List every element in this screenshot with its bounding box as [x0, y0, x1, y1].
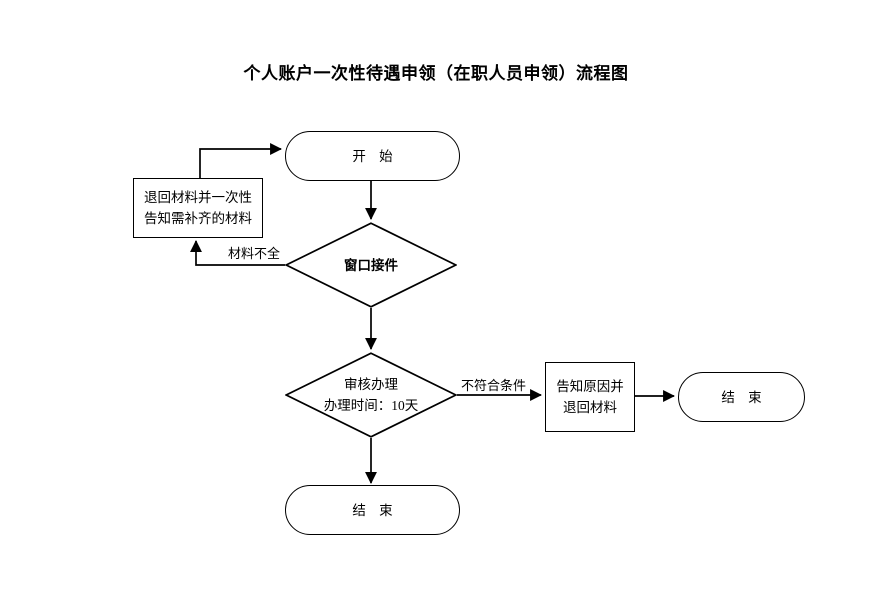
- node-start[interactable]: 开 始: [285, 131, 460, 181]
- diamond-shape-review: [285, 352, 457, 438]
- node-return-documents-text: 退回材料并一次性 告知需补齐的材料: [138, 187, 258, 229]
- node-window-reception[interactable]: 窗口接件: [285, 222, 457, 308]
- node-end-bottom-label: 结 束: [352, 502, 398, 518]
- node-end-right-label: 结 束: [721, 389, 767, 405]
- edge-label-incomplete-materials: 材料不全: [228, 246, 281, 261]
- node-review-processing-line2: 办理时间：10天: [323, 398, 419, 413]
- node-notify-and-return-line2: 退回材料: [563, 400, 617, 415]
- node-review-processing-line1: 审核办理: [344, 377, 398, 392]
- node-notify-and-return-text: 告知原因并 退回材料: [550, 376, 630, 418]
- node-review-processing[interactable]: 审核办理 办理时间：10天: [285, 352, 457, 438]
- node-window-reception-label: 窗口接件: [344, 257, 398, 273]
- node-return-documents[interactable]: 退回材料并一次性 告知需补齐的材料: [133, 178, 263, 238]
- node-return-documents-line1: 退回材料并一次性: [144, 190, 252, 205]
- node-notify-and-return[interactable]: 告知原因并 退回材料: [545, 362, 635, 432]
- node-start-label: 开 始: [352, 148, 398, 164]
- node-return-documents-line2: 告知需补齐的材料: [144, 211, 252, 226]
- node-end-right[interactable]: 结 束: [678, 372, 805, 422]
- diamond-shape-reception: [285, 222, 457, 308]
- node-end-bottom[interactable]: 结 束: [285, 485, 460, 535]
- edge-label-not-qualified: 不符合条件: [461, 378, 527, 393]
- node-notify-and-return-line1: 告知原因并: [556, 379, 624, 394]
- node-review-processing-text: 审核办理 办理时间：10天: [324, 374, 419, 416]
- page-title: 个人账户一次性待遇申领（在职人员申领）流程图: [243, 64, 629, 83]
